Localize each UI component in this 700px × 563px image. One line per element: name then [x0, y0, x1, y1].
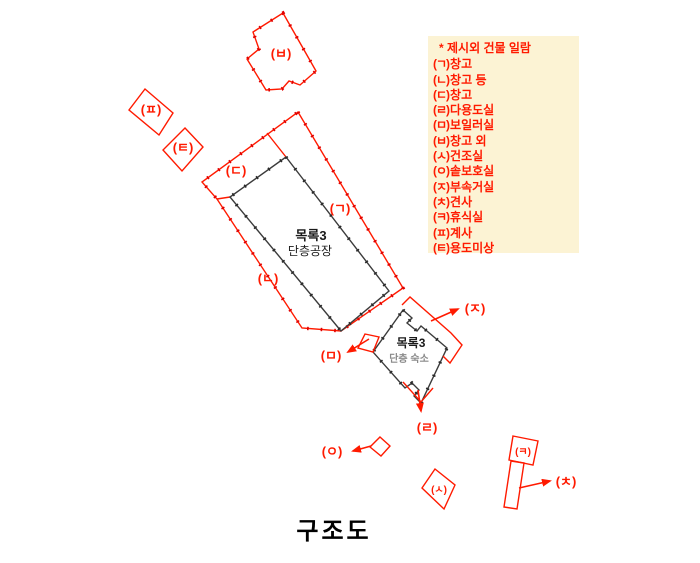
legend-item-key: (ㅈ) [433, 179, 450, 194]
label-tieut: (ㅌ) [173, 140, 194, 155]
rieul-annex-outline [402, 381, 434, 404]
legend-item-key: (ㅇ) [433, 164, 450, 179]
legend-item-key: (ㄴ) [433, 72, 450, 87]
label-jieut: (ㅈ) [465, 301, 486, 316]
annex-divider-left [216, 196, 231, 200]
factory-annex-outline [200, 110, 404, 332]
diagram-title: 구조도 [296, 518, 371, 545]
legend-item: (ㄴ)창고 등 [433, 73, 579, 88]
legend-item: (ㄹ)다용도실 [433, 103, 579, 118]
label-pieup: (ㅍ) [141, 102, 162, 117]
legend-item-name: 다용도실 [450, 103, 495, 118]
legend-title: * 제시외 건물 일람 [439, 41, 531, 55]
legend-item-name: 견사 [450, 194, 473, 209]
legend-item-key: (ㄹ) [433, 103, 450, 118]
factory-name-line2: 단층공장 [288, 244, 332, 258]
building-siot-outline [421, 467, 456, 511]
annex-divider-top [266, 132, 287, 158]
mieum-annex-outline [356, 333, 380, 353]
legend-item-key: (ㅊ) [433, 194, 450, 209]
building-ieung-outline [368, 436, 391, 457]
legend-item: (ㄱ)창고 [433, 57, 579, 72]
label-mieum: (ㅁ) [321, 348, 342, 363]
legend-item-name: 부속거실 [450, 179, 495, 194]
quarters-name-line1: 목록3 [397, 335, 426, 350]
legend-item-key: (ㄷ) [433, 87, 450, 102]
legend-item: (ㅅ)건조실 [433, 149, 579, 164]
label-siot: (ㅅ) [431, 485, 447, 496]
building-kieuk-outline [508, 435, 539, 466]
legend-item-key: (ㅌ) [433, 240, 450, 255]
building-chieut-outline [503, 460, 525, 510]
label-ieung: (ㅇ) [322, 444, 343, 459]
legend-item: (ㅈ)부속거실 [433, 180, 579, 195]
legend-item: (ㅋ)휴식실 [433, 210, 579, 225]
quarters-name-line2: 단층 숙소 [389, 352, 429, 365]
legend-item-key: (ㄱ) [433, 57, 450, 72]
legend-item: (ㅂ)창고 외 [433, 134, 579, 149]
jieut-annex-outline [401, 296, 463, 365]
legend-item-key: (ㅂ) [433, 133, 450, 148]
legend-item: (ㅁ)보일러실 [433, 118, 579, 133]
label-chieut: (ㅊ) [556, 474, 577, 489]
chieut-arrow [518, 478, 552, 489]
label-kieuk: (ㅋ) [515, 447, 531, 458]
legend-item-name: 건조실 [450, 149, 484, 164]
factory-name-line1: 목록3 [295, 228, 326, 243]
legend-item-key: (ㅍ) [433, 225, 450, 240]
mieum-arrow [346, 338, 370, 354]
legend-item: (ㅍ)계사 [433, 226, 579, 241]
label-nieun: (ㄴ) [258, 271, 279, 286]
legend-item-name: 보일러실 [450, 118, 495, 133]
rieul-arrow [415, 389, 424, 413]
legend-item: (ㅊ)견사 [433, 195, 579, 210]
factory-annex-outline-dots [199, 109, 406, 333]
label-giyeok: (ㄱ) [330, 201, 351, 216]
legend-item-key: (ㅁ) [433, 118, 450, 133]
legend-item-key: (ㅋ) [433, 210, 450, 225]
legend-item-name: 창고 [450, 57, 473, 72]
legend-item: (ㄷ)창고 [433, 88, 579, 103]
building-pieup-outline [128, 87, 174, 137]
legend-item-name: 계사 [450, 225, 473, 240]
factory-main-outline [228, 156, 390, 332]
legend-item: (ㅇ)솥보호실 [433, 164, 579, 179]
jieut-arrow [430, 308, 460, 322]
legend-item-name: 솥보호실 [450, 164, 495, 179]
legend-item: (ㅌ)용도미상 [433, 241, 579, 256]
legend-item-name: 용도미상 [450, 240, 495, 255]
ieung-arrow [351, 445, 372, 453]
legend-item-name: 창고 외 [450, 133, 487, 148]
building-tieut-outline [162, 126, 204, 173]
legend-item-name: 휴식실 [450, 210, 484, 225]
label-digeut: (ㄷ) [226, 163, 247, 178]
building-bieup-outline [246, 12, 317, 91]
legend-item-name: 창고 [450, 87, 473, 102]
legend-item-key: (ㅅ) [433, 149, 450, 164]
legend-item-name: 창고 등 [450, 72, 487, 87]
label-bieup: (ㅂ) [271, 46, 292, 61]
label-rieul: (ㄹ) [417, 420, 438, 435]
legend-box: * 제시외 건물 일람 (ㄱ)창고 (ㄴ)창고 등 (ㄷ)창고 (ㄹ)다용도실 … [428, 36, 579, 256]
